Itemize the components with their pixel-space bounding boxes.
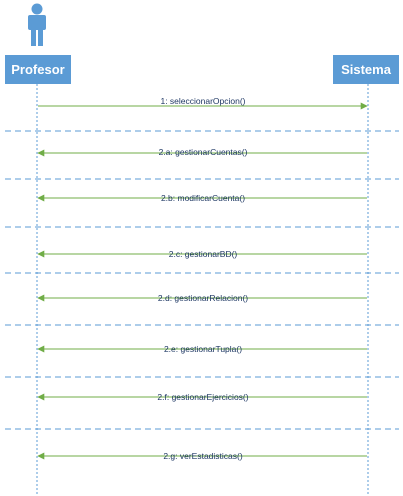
message-label: 2.b: modificarCuenta() xyxy=(161,193,245,203)
message-2f: 2.f: gestionarEjercicios() xyxy=(37,392,367,402)
message-label: 2.c: gestionarBD() xyxy=(169,249,238,259)
message-label: 2.a: gestionarCuentas() xyxy=(159,147,248,157)
message-2e: 2.e: gestionarTupla() xyxy=(37,344,367,354)
message-2g: 2.g: verEstadisticas() xyxy=(37,451,367,461)
message-label: 2.e: gestionarTupla() xyxy=(164,344,242,354)
message-label: 2.f: gestionarEjercicios() xyxy=(157,392,248,402)
participant-sistema-label: Sistema xyxy=(341,62,392,77)
person-icon xyxy=(28,3,46,46)
message-2c: 2.c: gestionarBD() xyxy=(37,249,367,259)
message-1: 1: seleccionarOpcion() xyxy=(38,96,368,110)
message-2a: 2.a: gestionarCuentas() xyxy=(37,147,367,157)
message-2d: 2.d: gestionarRelacion() xyxy=(37,293,367,303)
message-2b: 2.b: modificarCuenta() xyxy=(37,193,367,203)
message-label: 1: seleccionarOpcion() xyxy=(160,96,245,106)
participant-sistema: Sistema xyxy=(333,55,399,84)
fragment-separators xyxy=(5,130,399,430)
participant-profesor: Profesor xyxy=(5,55,71,84)
message-label: 2.d: gestionarRelacion() xyxy=(158,293,248,303)
message-label: 2.g: verEstadisticas() xyxy=(163,451,243,461)
participant-profesor-label: Profesor xyxy=(11,62,64,77)
